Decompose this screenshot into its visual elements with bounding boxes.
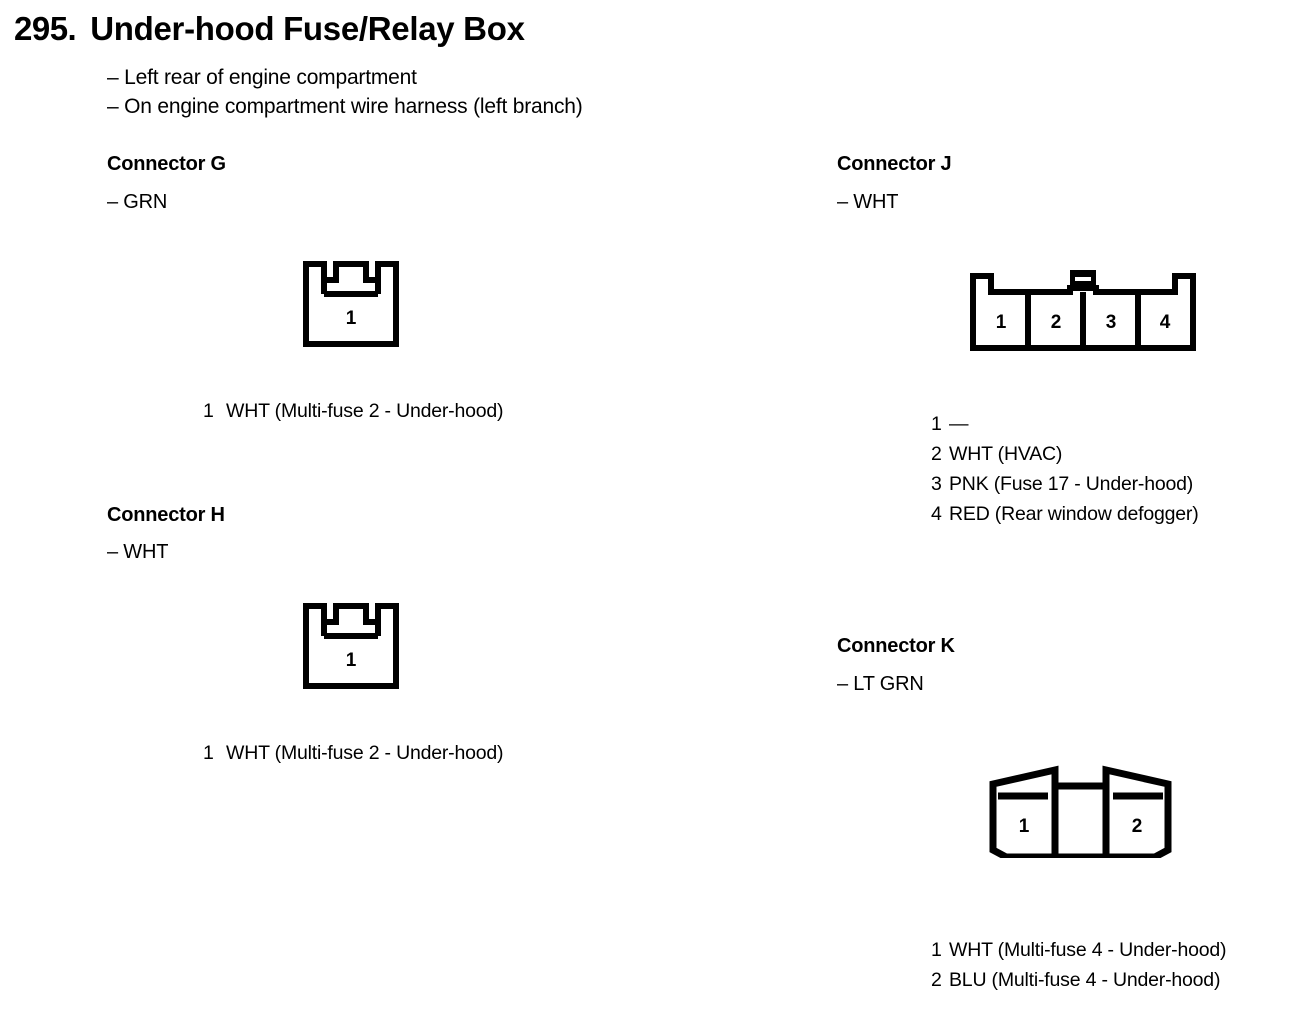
connector-g-diagram: 1 [303, 258, 403, 350]
section-number: 295. [14, 10, 77, 47]
connector-h-heading: Connector H [107, 504, 225, 526]
connector-j-cavity-2-label: 2 [1051, 312, 1062, 333]
pin-row: 2 BLU (Multi-fuse 4 - Under-hood) [931, 965, 1226, 995]
pin-number: 1 [203, 742, 214, 764]
pin-row: 1 WHT (Multi-fuse 2 - Under-hood) [203, 396, 504, 426]
pin-number: 3 [931, 473, 942, 495]
pin-description: PNK (Fuse 17 - Under-hood) [949, 473, 1194, 495]
connector-g-heading: Connector G [107, 153, 226, 175]
connector-k-color: – LT GRN [837, 673, 924, 695]
page-title: 295. Under-hood Fuse/Relay Box [14, 10, 525, 48]
pin-description: WHT (Multi-fuse 2 - Under-hood) [226, 742, 504, 764]
connector-h-color: – WHT [107, 541, 169, 563]
pin-number: 1 [203, 400, 214, 422]
pin-description: — [949, 413, 969, 435]
connector-j-heading: Connector J [837, 153, 952, 175]
connector-k-heading: Connector K [837, 635, 955, 657]
pin-number: 2 [931, 443, 942, 465]
connector-j-cavity-4-label: 4 [1160, 312, 1171, 333]
pin-number: 4 [931, 503, 942, 525]
pin-description: WHT (Multi-fuse 4 - Under-hood) [949, 939, 1227, 961]
connector-h-diagram: 1 [303, 600, 403, 692]
connector-g-color: – GRN [107, 191, 168, 213]
connector-k-pin-list: 1 WHT (Multi-fuse 4 - Under-hood) 2 BLU (M… [931, 935, 1227, 995]
connector-h-pin-list: 1 WHT (Multi-fuse 2 - Under-hood) [203, 738, 504, 768]
pin-row: 1— [931, 409, 1199, 439]
location-note-2: – On engine compartment wire harness (le… [107, 95, 583, 118]
pin-row: 3 PNK (Fuse 17 - Under-hood) [931, 469, 1199, 499]
pin-description: RED (Rear window defogger) [949, 503, 1199, 525]
connector-g-cavity-1-label: 1 [346, 308, 357, 329]
pin-number: 1 [931, 413, 942, 435]
connector-k-cavity-1-label: 1 [1019, 816, 1030, 837]
pin-row: 1 WHT (Multi-fuse 2 - Under-hood) [203, 738, 504, 768]
section-title: Under-hood Fuse/Relay Box [90, 10, 525, 47]
connector-h-cavity-1-label: 1 [346, 650, 357, 671]
pin-row: 2 WHT (HVAC) [931, 439, 1199, 469]
connector-g-pin-list: 1 WHT (Multi-fuse 2 - Under-hood) [203, 396, 504, 426]
pin-row: 1 WHT (Multi-fuse 4 - Under-hood) [931, 935, 1227, 965]
pin-description: WHT (HVAC) [949, 443, 1063, 465]
pin-description: BLU (Multi-fuse 4 - Under-hood) [949, 969, 1221, 991]
pin-number: 2 [931, 969, 942, 991]
connector-k-diagram: 1 2 [988, 762, 1173, 858]
connector-k-cavity-2-label: 2 [1132, 816, 1143, 837]
connector-j-cavity-1-label: 1 [996, 312, 1007, 333]
connector-j-cavity-3-label: 3 [1106, 312, 1117, 333]
pin-row: 4 RED (Rear window defogger) [931, 499, 1199, 529]
connector-j-diagram: 1 2 3 4 [966, 266, 1196, 354]
connector-j-color: – WHT [837, 191, 899, 213]
pin-description: WHT (Multi-fuse 2 - Under-hood) [226, 400, 504, 422]
pin-number: 1 [931, 939, 942, 961]
location-note-1: – Left rear of engine compartment [107, 66, 417, 89]
